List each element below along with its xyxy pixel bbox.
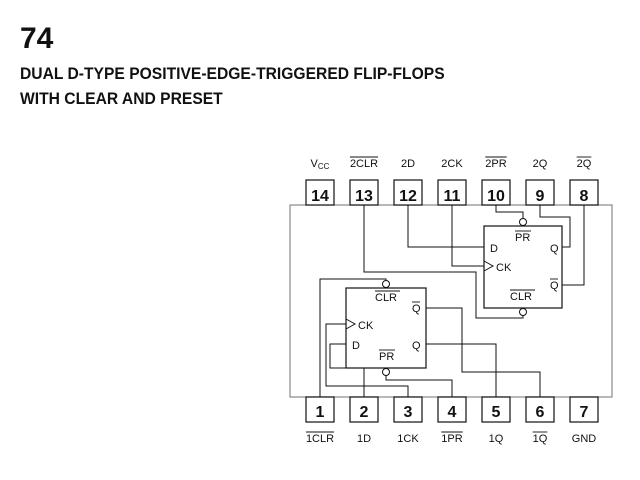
pin-5-label: 1Q [489, 433, 504, 445]
pin-14-box [305, 179, 335, 206]
pin-10-number: 10 [487, 188, 505, 205]
pin-5-box [481, 396, 511, 423]
flipflop-1-qbar-label: Q [412, 303, 421, 315]
flipflop-2-body [483, 225, 563, 309]
flipflop-2-pr-label: PR [515, 232, 530, 244]
wire-pin8-2qbar [562, 205, 585, 286]
pin-1-label: 1CLR [306, 433, 334, 445]
wire-pin12-2d [407, 205, 484, 248]
wire-pin13-2clr [363, 205, 524, 319]
pin-10-label: 2PR [485, 158, 506, 170]
flipflop-1: CK D CLR PR Q Q [345, 280, 427, 376]
wire-pin11-2ck [451, 205, 484, 267]
top-pin-row: 14 VCC 13 2CLR 12 2D 11 2CK 10 2PR 9 2Q 8 2Q [305, 156, 599, 206]
pin-5-number: 5 [492, 404, 501, 421]
pin-7-number: 7 [580, 404, 589, 421]
wire-pin6-1qbar [426, 307, 541, 397]
pin-2-label: 1D [357, 433, 371, 445]
flipflop-1-d-label: D [352, 340, 360, 352]
pin-1-number: 1 [316, 404, 325, 421]
flipflop-1-pr-bubble [382, 368, 390, 376]
pin-6-box [525, 396, 555, 423]
pin-8-box [569, 179, 599, 206]
pin-8-number: 8 [580, 188, 589, 205]
pin-14-number: 14 [311, 188, 329, 205]
flipflop-2-pr-bubble [519, 218, 527, 226]
pin-6-label: 1Q [533, 433, 548, 445]
flipflop-1-body [345, 287, 427, 369]
pin-13-label: 2CLR [350, 158, 378, 170]
pin-14-label: VCC [311, 158, 330, 171]
flipflop-2-clock-triangle [483, 260, 495, 272]
wire-pin3-1ck [325, 323, 409, 397]
flipflop-1-clr-label: CLR [375, 292, 397, 304]
flipflop-2-ck-label: CK [496, 262, 512, 274]
pin-9-box [525, 179, 555, 206]
flipflop-1-clr-bubble [382, 280, 390, 288]
flipflop-1-pr-label: PR [379, 351, 394, 363]
wire-pin4-1pr [385, 375, 453, 397]
pin-9-label: 2Q [533, 158, 548, 170]
flipflop-2-qbar-label: Q [550, 280, 559, 292]
pin-13-box [349, 179, 379, 206]
pin-8-label: 2Q [577, 158, 592, 170]
pin-6-number: 6 [536, 404, 545, 421]
flipflop-2-q-label: Q [550, 243, 559, 255]
wire-pin2-1d [329, 343, 365, 397]
pin-4-box [437, 396, 467, 423]
pin-1-box [305, 396, 335, 423]
wire-pin5-1q [426, 343, 497, 397]
pin-7-box [569, 396, 599, 423]
pin-4-label: 1PR [441, 433, 462, 445]
pin-4-number: 4 [448, 404, 457, 421]
pin-14-label-subscript: CC [318, 162, 330, 171]
flipflop-2-clr-bubble [519, 308, 527, 316]
flipflop-1-q-label: Q [412, 340, 421, 352]
flipflop-2: D CK PR CLR Q Q [483, 218, 563, 316]
wire-pin10-2pr [495, 205, 524, 219]
pin-12-label: 2D [401, 158, 415, 170]
flipflop-2-clr-label: CLR [510, 291, 532, 303]
wire-pin9-2q [539, 205, 571, 248]
pin-7-label: GND [572, 433, 597, 445]
pin-3-label: 1CK [397, 433, 419, 445]
pin-9-number: 9 [536, 188, 545, 205]
pin-11-label: 2CK [441, 158, 463, 170]
pin-10-box [481, 179, 511, 206]
flipflop-1-clock-triangle [345, 318, 357, 330]
pin-13-number: 13 [355, 188, 373, 205]
pin-2-box [349, 396, 379, 423]
part-number: 74 [20, 22, 54, 55]
pin-12-number: 12 [399, 188, 417, 205]
flipflop-2-d-label: D [490, 243, 498, 255]
title-line-1: DUAL D-TYPE POSITIVE-EDGE-TRIGGERED FLIP… [20, 64, 445, 83]
title-line-2: WITH CLEAR AND PRESET [20, 89, 223, 108]
wiring [319, 205, 585, 397]
pin-2-number: 2 [360, 404, 369, 421]
wire-pin1-1clr [319, 278, 387, 397]
pin-11-number: 11 [444, 188, 461, 205]
flipflop-1-ck-label: CK [358, 320, 374, 332]
pin-3-number: 3 [404, 404, 413, 421]
